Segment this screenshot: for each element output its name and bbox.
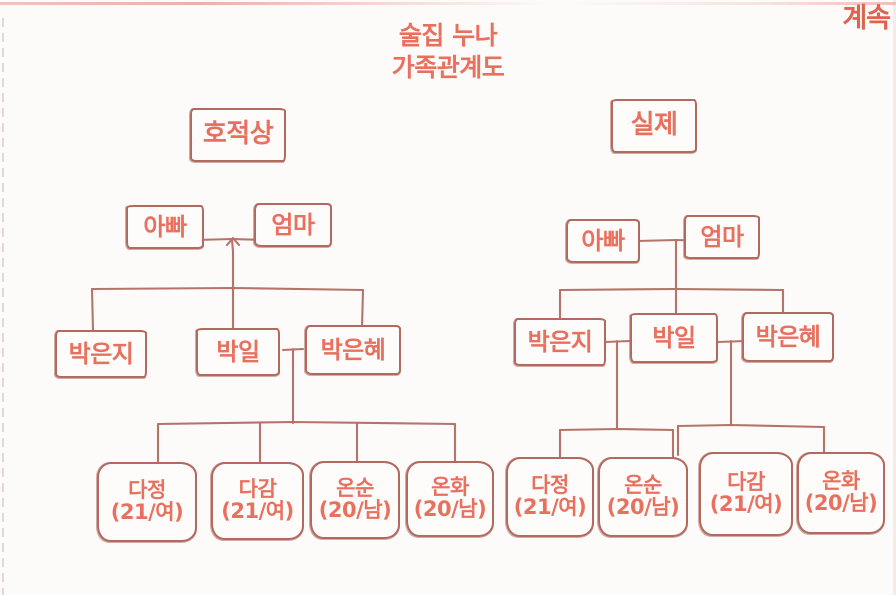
right-tree-grandchild-2-box[interactable]: 온순 (20/남) (597, 457, 688, 538)
right-tree-grandchild-2-name: 온순 (624, 473, 662, 498)
left-tree-heading-box[interactable]: 호적상 (189, 108, 286, 163)
left-tree-grandchild-2-detail: (21/여) (221, 499, 294, 523)
left-tree-grandchild-2-name: 다감 (238, 477, 277, 502)
right-tree-child-2-box[interactable]: 박일 (629, 313, 718, 364)
left-tree-grandchild-3-box[interactable]: 온순 (20/남) (309, 461, 400, 540)
left-tree-grandchild-3-name: 온순 (336, 476, 374, 501)
right-tree-father-label: 아빠 (581, 226, 625, 255)
left-tree-grandchild-4-detail: (20/남) (413, 497, 487, 521)
left-tree-child-3-label: 박은혜 (320, 335, 386, 364)
right-tree-grandchild-1-detail: (21/여) (513, 495, 587, 519)
page-title: 술집 누나 가족관계도 (0, 20, 896, 84)
right-tree-child-3-label: 박은혜 (755, 322, 821, 351)
right-tree-grandchild-4-box[interactable]: 온화 (20/남) (796, 452, 885, 535)
left-tree-grandchild-1-detail: (21/여) (110, 500, 184, 524)
right-tree-grandchild-4-detail: (20/남) (804, 491, 878, 515)
left-tree-grandchild-4-box[interactable]: 온화 (20/남) (405, 461, 494, 538)
right-tree-child-1-label: 박은지 (527, 327, 593, 356)
left-tree-heading-label: 호적상 (202, 119, 274, 150)
left-tree-grandchild-3-detail: (20/남) (318, 498, 392, 522)
right-tree-mother-label: 엄마 (700, 222, 744, 251)
right-tree-child-1-box[interactable]: 박은지 (513, 318, 606, 367)
left-tree-father-box[interactable]: 아빠 (125, 205, 204, 250)
right-tree-grandchild-4-name: 온화 (822, 469, 860, 494)
right-tree-heading-label: 실제 (630, 110, 678, 141)
right-tree-grandchild-1-box[interactable]: 다정 (21/여) (505, 457, 594, 538)
left-tree-grandchild-4-name: 온화 (431, 475, 469, 500)
right-tree-grandchild-3-box[interactable]: 다감 (21/여) (698, 452, 793, 537)
right-tree-child-2-label: 박일 (652, 323, 696, 352)
right-tree-child-3-box[interactable]: 박은혜 (741, 312, 834, 363)
left-tree-grandchild-2-box[interactable]: 다감 (21/여) (210, 462, 304, 541)
left-tree-child-2-label: 박일 (216, 337, 260, 366)
scan-artifact-left (2, 18, 4, 595)
scan-artifact-right (893, 0, 896, 595)
right-tree-grandchild-2-detail: (20/남) (606, 495, 680, 519)
right-tree-grandchild-3-detail: (21/여) (709, 492, 783, 516)
right-tree-father-box[interactable]: 아빠 (565, 219, 640, 264)
right-tree-heading-box[interactable]: 실제 (610, 99, 697, 154)
right-tree-mother-box[interactable]: 엄마 (683, 215, 760, 260)
left-tree-child-1-box[interactable]: 박은지 (54, 330, 147, 379)
page-title-line-2: 가족관계도 (391, 53, 505, 82)
left-tree-child-3-box[interactable]: 박은혜 (304, 325, 401, 376)
left-tree-mother-box[interactable]: 엄마 (253, 203, 332, 248)
right-tree-grandchild-1-name: 다정 (531, 473, 569, 498)
left-tree-grandchild-1-box[interactable]: 다정 (21/여) (96, 462, 197, 543)
left-tree-father-label: 아빠 (143, 212, 187, 241)
left-tree-child-2-box[interactable]: 박일 (195, 328, 280, 377)
page-title-line-1: 술집 누나 (398, 21, 498, 50)
right-tree-grandchild-3-name: 다감 (727, 470, 765, 495)
scan-artifact-top (0, 2, 896, 5)
left-tree-grandchild-1-name: 다정 (128, 478, 166, 503)
left-tree-child-1-label: 박은지 (68, 339, 134, 368)
left-tree-mother-label: 엄마 (271, 210, 315, 239)
corner-note-continue: 계속 (842, 3, 891, 34)
